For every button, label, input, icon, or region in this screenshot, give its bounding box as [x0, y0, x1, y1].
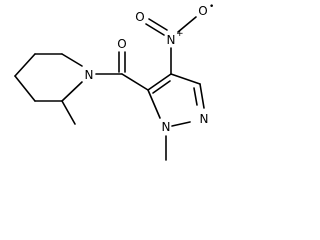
bond-c6-methyl: [61, 100, 76, 125]
nitro-o-top-charge: •: [209, 2, 214, 12]
bond-carbonyl-c5: [121, 73, 149, 91]
bond-nitro-n-o-left-b: [148, 18, 168, 31]
nitro-n-charge: +: [176, 29, 184, 39]
molecule-structure: N O N + O • O N N: [14, 2, 214, 161]
bond-c4-c5: [14, 75, 36, 102]
bond-nitro-n-o-top: [177, 16, 197, 33]
bond-c5-c4-inner: [152, 80, 171, 94]
carbonyl-o-label: O: [117, 37, 126, 51]
bond-n2-n1: [171, 121, 191, 127]
nitro-o-left-label: O: [135, 10, 144, 24]
pyrazole-n2-label: N: [200, 112, 209, 126]
bond-c4-c3: [170, 73, 201, 85]
bond-n-c2: [61, 53, 83, 67]
pyrazole-n1-label: N: [162, 120, 171, 134]
nitro-o-top-label: O: [198, 4, 207, 18]
bond-c3-c4: [14, 53, 36, 77]
pyrazole-ring: [147, 73, 205, 127]
bond-n1-c5: [147, 89, 161, 119]
bond-nitro-n-o-left-a: [145, 23, 165, 36]
piperidine-n-label: N: [85, 68, 94, 82]
piperidine-ring: [14, 53, 83, 102]
nitro-n-label: N: [167, 33, 176, 47]
bond-c5-c4: [147, 73, 172, 91]
bond-c6-n: [61, 81, 83, 102]
bond-c3-n2: [199, 83, 205, 109]
bond-c3-n2-inner: [193, 87, 198, 106]
